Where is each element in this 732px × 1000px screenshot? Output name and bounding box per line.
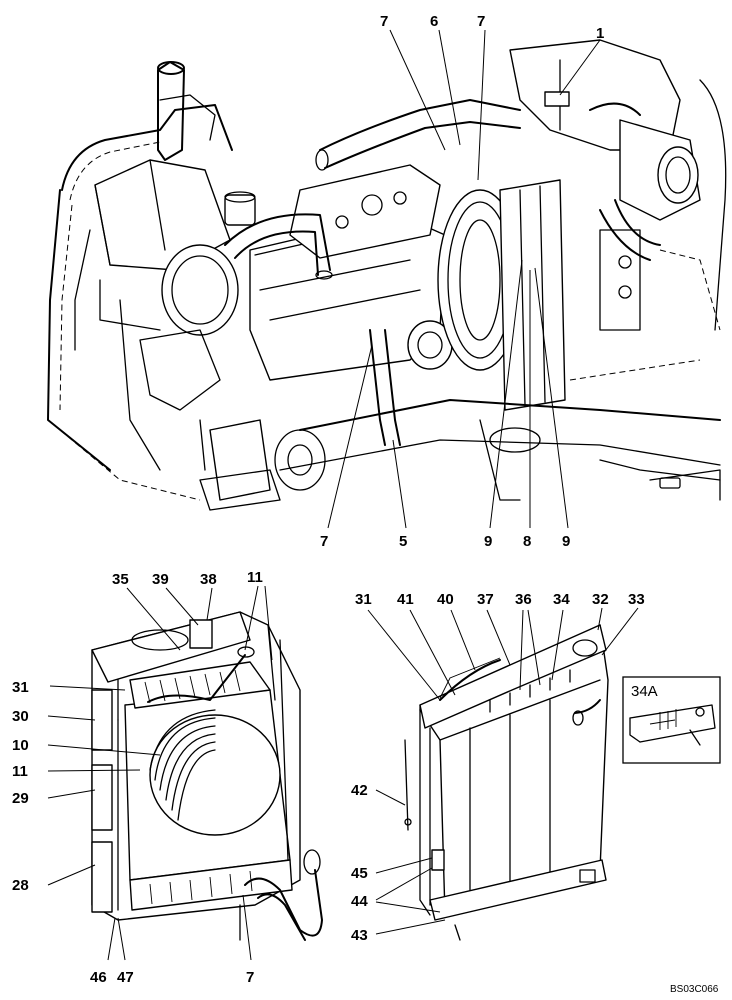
callout-bl-8: 29 [12, 790, 29, 807]
callout-top-5: 5 [399, 533, 407, 550]
callout-br-1: 41 [397, 591, 414, 608]
callout-br-3: 37 [477, 591, 494, 608]
callout-bl-4: 31 [12, 679, 29, 696]
callout-top-0: 7 [380, 13, 388, 30]
inset-detail-34a [622, 676, 721, 764]
callout-bl-11: 47 [117, 969, 134, 986]
bottom-left-leader-lines [47, 585, 273, 961]
callout-bl-5: 30 [12, 708, 29, 725]
top-callouts: 7 6 7 1 7 5 9 8 9 [320, 13, 604, 550]
top-leader-lines [327, 29, 601, 529]
callout-bl-3: 11 [247, 569, 263, 586]
inset-label: 34A [631, 683, 658, 700]
callout-br-9: 45 [351, 865, 368, 882]
callout-bl-1: 39 [152, 571, 169, 588]
callout-top-7: 8 [523, 533, 531, 550]
callout-top-1: 6 [430, 13, 438, 30]
callout-br-10: 44 [351, 893, 368, 910]
bottom-left-callouts: 35 39 38 11 31 30 10 11 29 28 46 47 7 [12, 569, 263, 986]
callout-bl-0: 35 [112, 571, 129, 588]
callout-bl-6: 10 [12, 737, 29, 754]
radiator-core-illustration [404, 624, 609, 941]
callout-br-4: 36 [515, 591, 532, 608]
radiator-front-illustration [91, 611, 323, 941]
callout-br-6: 32 [592, 591, 609, 608]
reference-code: BS03C066 [670, 984, 719, 995]
callout-br-5: 34 [553, 591, 570, 608]
callout-top-3: 1 [596, 25, 604, 42]
callout-bl-7: 11 [12, 763, 28, 780]
callout-br-8: 42 [351, 782, 368, 799]
callout-br-0: 31 [355, 591, 372, 608]
callout-bl-9: 28 [12, 877, 29, 894]
engine-bay-illustration [47, 39, 727, 511]
callout-bl-10: 46 [90, 969, 107, 986]
bottom-right-leader-lines [367, 607, 639, 935]
bottom-right-callouts: 31 41 40 37 36 34 32 33 42 45 44 43 [351, 591, 645, 944]
callout-top-4: 7 [320, 533, 328, 550]
callout-br-7: 33 [628, 591, 645, 608]
callout-top-6: 9 [484, 533, 492, 550]
callout-top-8: 9 [562, 533, 570, 550]
callout-top-2: 7 [477, 13, 485, 30]
callout-bl-2: 38 [200, 571, 217, 588]
callout-bl-12: 7 [246, 969, 254, 986]
callout-br-11: 43 [351, 927, 368, 944]
callout-br-2: 40 [437, 591, 454, 608]
